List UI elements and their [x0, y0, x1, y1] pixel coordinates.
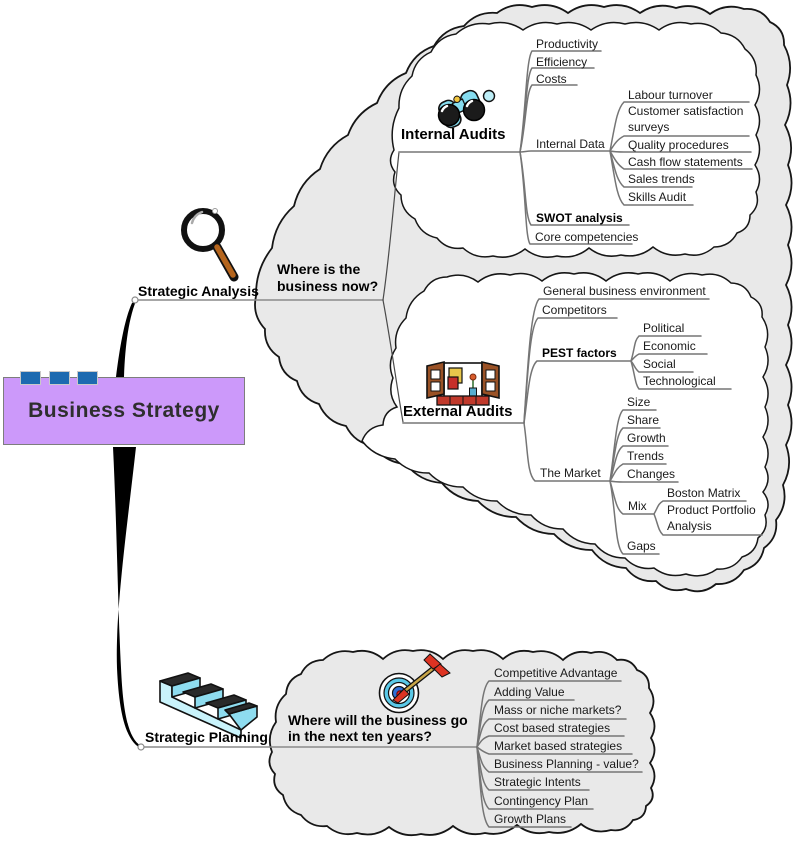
node-cost-strategies[interactable]: Cost based strategies [494, 721, 611, 735]
node-social[interactable]: Social [643, 357, 676, 371]
node-strategic-planning[interactable]: Strategic Planning [145, 729, 268, 745]
node-economic[interactable]: Economic [643, 339, 696, 353]
node-competitors[interactable]: Competitors [542, 303, 607, 317]
node-sales-trends[interactable]: Sales trends [628, 172, 695, 186]
node-question-now[interactable]: Where is the business now? [277, 261, 379, 294]
node-marker-icon [49, 371, 70, 385]
root-node-business-strategy[interactable]: Business Strategy [3, 371, 245, 445]
node-mass-niche[interactable]: Mass or niche markets? [494, 703, 622, 717]
node-pest-factors[interactable]: PEST factors [542, 346, 617, 360]
node-adding-value[interactable]: Adding Value [494, 685, 565, 699]
node-trends[interactable]: Trends [627, 449, 664, 463]
node-swot-analysis[interactable]: SWOT analysis [536, 211, 623, 225]
node-productivity[interactable]: Productivity [536, 37, 599, 51]
connector-layer [131, 50, 763, 828]
open-window-icon [426, 360, 500, 406]
binoculars-icon [437, 89, 496, 129]
node-marker-icon [77, 371, 98, 385]
node-business-planning-value[interactable]: Business Planning - value? [494, 757, 639, 771]
node-general-environment[interactable]: General business environment [543, 284, 706, 298]
external-audits-cloud [361, 272, 769, 577]
node-changes[interactable]: Changes [627, 467, 676, 481]
link-external-audits [382, 299, 404, 423]
node-strategic-intents[interactable]: Strategic Intents [494, 775, 581, 789]
link-internal-audits [382, 151, 400, 301]
node-efficiency[interactable]: Efficiency [536, 55, 588, 69]
node-size[interactable]: Size [627, 395, 651, 409]
node-mix[interactable]: Mix [628, 499, 647, 513]
node-gaps[interactable]: Gaps [627, 539, 656, 553]
node-core-competencies[interactable]: Core competencies [535, 230, 639, 244]
node-share[interactable]: Share [627, 413, 660, 427]
branch-taper-up [116, 301, 136, 377]
internal-audits-cloud [389, 21, 761, 258]
root-node-label: Business Strategy [28, 399, 220, 422]
branch-anchor-dot [137, 743, 145, 751]
node-product-portfolio[interactable]: Product Portfolio Analysis [667, 503, 756, 533]
node-customer-satisfaction[interactable]: Customer satisfaction surveys [628, 104, 744, 134]
stairs-icon [159, 672, 258, 739]
target-arrow-icon [378, 653, 451, 714]
node-competitive-advantage[interactable]: Competitive Advantage [494, 666, 618, 680]
node-marker-icon [20, 371, 41, 385]
node-skills-audit[interactable]: Skills Audit [628, 190, 687, 204]
root-branches [113, 301, 142, 749]
branch-anchor-dot [131, 296, 139, 304]
node-question-future[interactable]: Where will the business go in the next t… [288, 712, 468, 744]
node-growth-plans[interactable]: Growth Plans [494, 812, 567, 826]
node-technological[interactable]: Technological [643, 374, 716, 388]
node-internal-data[interactable]: Internal Data [536, 137, 605, 151]
node-costs[interactable]: Costs [536, 72, 567, 86]
node-boston-matrix[interactable]: Boston Matrix [667, 486, 741, 500]
magnifier-icon [181, 208, 239, 282]
node-internal-audits[interactable]: Internal Audits [401, 126, 506, 143]
node-strategic-analysis[interactable]: Strategic Analysis [138, 283, 259, 299]
node-the-market[interactable]: The Market [540, 466, 601, 480]
node-labour-turnover[interactable]: Labour turnover [628, 88, 713, 102]
node-market-strategies[interactable]: Market based strategies [494, 739, 623, 753]
planning-cloud [268, 649, 656, 837]
branch-taper-down [113, 447, 142, 749]
node-quality-procedures[interactable]: Quality procedures [628, 138, 729, 152]
node-contingency-plan[interactable]: Contingency Plan [494, 794, 589, 808]
node-political[interactable]: Political [643, 321, 685, 335]
node-cash-flow[interactable]: Cash flow statements [628, 155, 743, 169]
node-growth[interactable]: Growth [627, 431, 666, 445]
node-external-audits[interactable]: External Audits [403, 403, 513, 420]
